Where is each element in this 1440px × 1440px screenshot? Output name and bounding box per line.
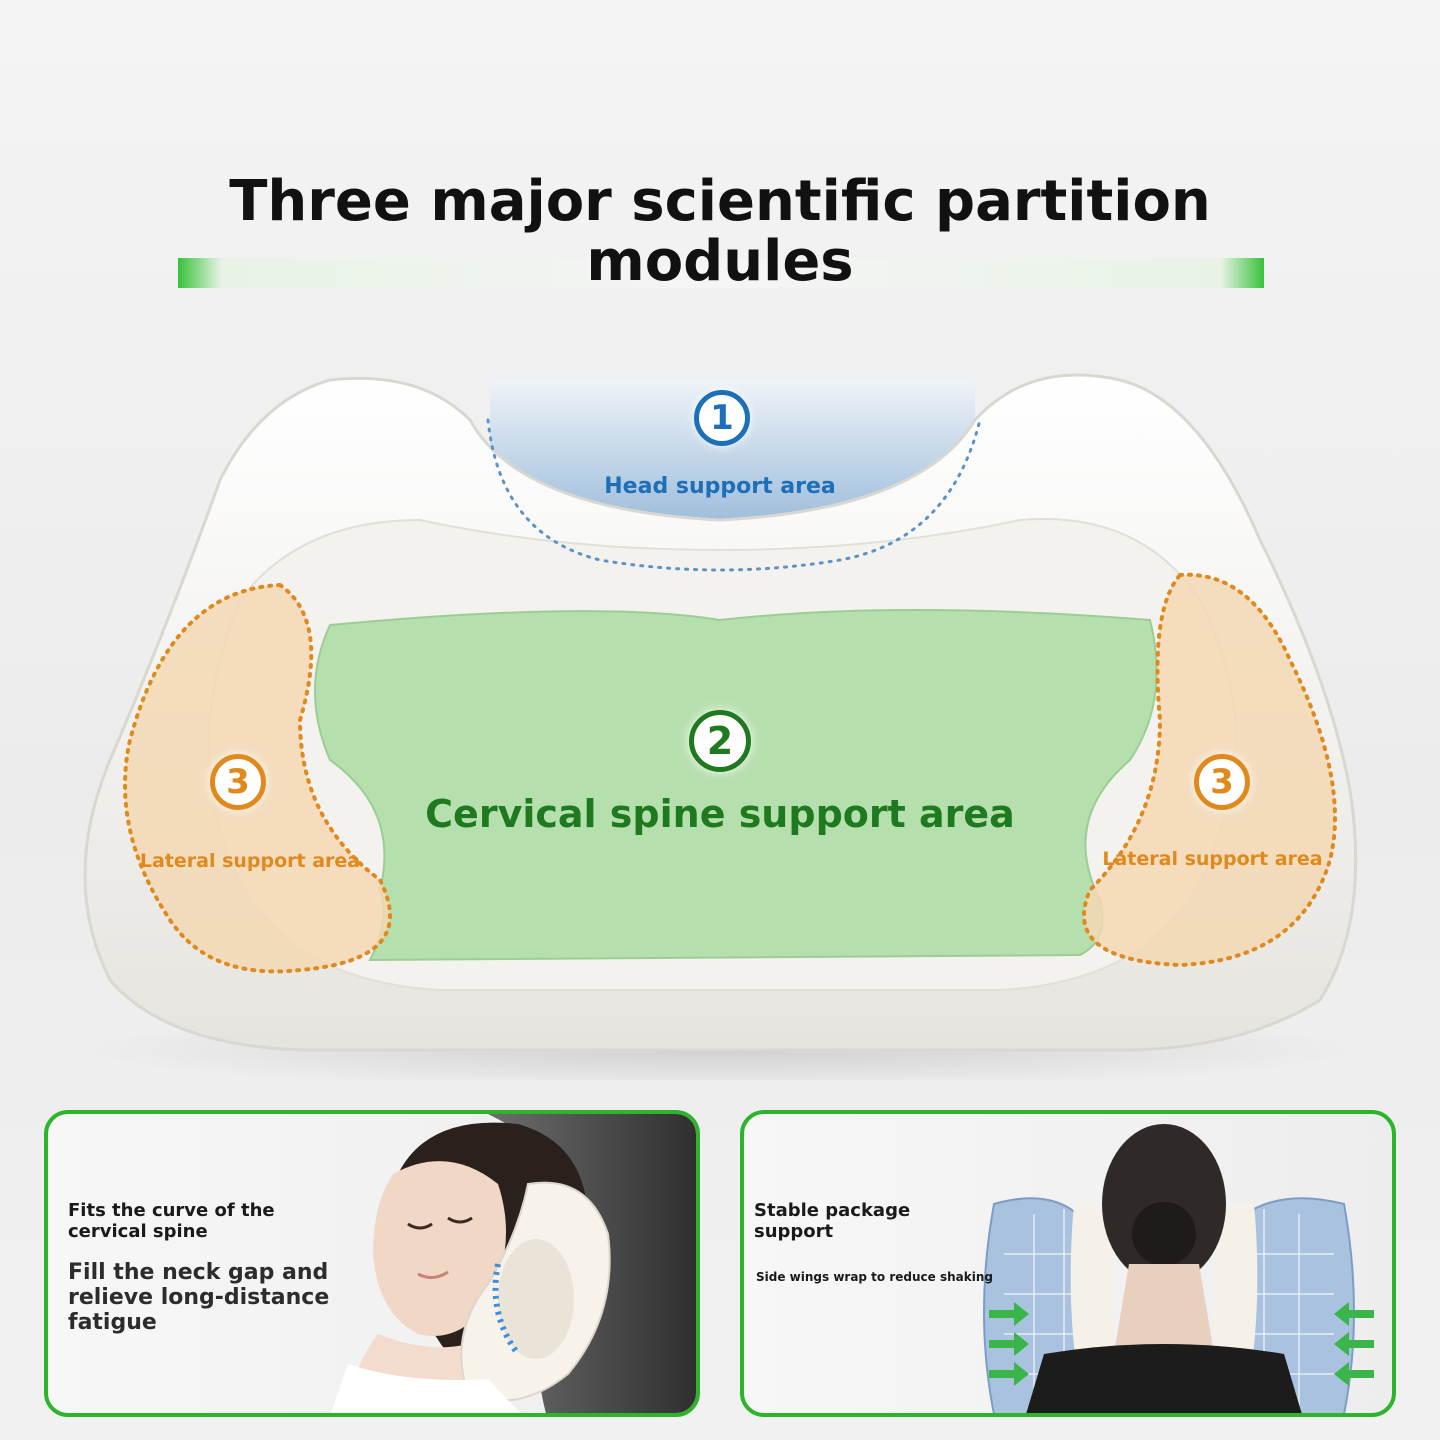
cervical-zone-shape [314, 609, 1158, 962]
green-arrows [989, 1302, 1374, 1386]
card-left-body: Fill the neck gap and relieve long-dista… [68, 1260, 330, 1335]
mouth-shape [417, 1270, 449, 1279]
card-right-heading: Stable package support [754, 1200, 911, 1242]
woman-resting-illustration [330, 1114, 696, 1413]
lateral-left-zone-number: 3 [210, 754, 266, 810]
feature-card-stable-support: Stable package support Side wings wrap t… [740, 1110, 1396, 1417]
card-right-caption: Side wings wrap to reduce shaking [756, 1270, 993, 1284]
spine-curve-highlight [492, 1263, 521, 1356]
title-section: Three major scientific partition modules [0, 160, 1440, 300]
lateral-right-zone-label: Lateral support area [1102, 848, 1323, 870]
title-underline-bar [178, 258, 1264, 288]
neck-back-shape [1114, 1264, 1214, 1354]
hair-bun-shape [1132, 1202, 1196, 1266]
eye-left-shape [407, 1222, 433, 1230]
lateral-right-zone-number: 3 [1194, 754, 1250, 810]
jacket-shape [1026, 1344, 1302, 1413]
cervical-zone-label: Cervical spine support area [425, 792, 1015, 836]
page-title-line1: Three major scientific partition [229, 169, 1211, 234]
card-left-heading: Fits the curve of the cervical spine [68, 1200, 275, 1242]
cervical-zone-number: 2 [689, 710, 751, 772]
eye-right-shape [447, 1216, 473, 1224]
feature-card-cervical-fit: Fits the curve of the cervical spine Fil… [44, 1110, 700, 1417]
neck-pillow-mesh [498, 1239, 574, 1359]
head-zone-label: Head support area [604, 474, 836, 499]
head-zone-number: 1 [694, 390, 750, 446]
face-shape [373, 1161, 506, 1336]
white-top-shape [330, 1364, 521, 1413]
page-title-line2: modules [586, 229, 854, 294]
page-title: Three major scientific partition modules [0, 172, 1440, 292]
head-zone-outline [486, 418, 982, 572]
back-of-head-illustration [983, 1124, 1374, 1413]
lateral-left-zone-label: Lateral support area [139, 850, 361, 872]
pillow-diagram: 1 Head support area 2 Cervical spine sup… [0, 360, 1440, 1080]
